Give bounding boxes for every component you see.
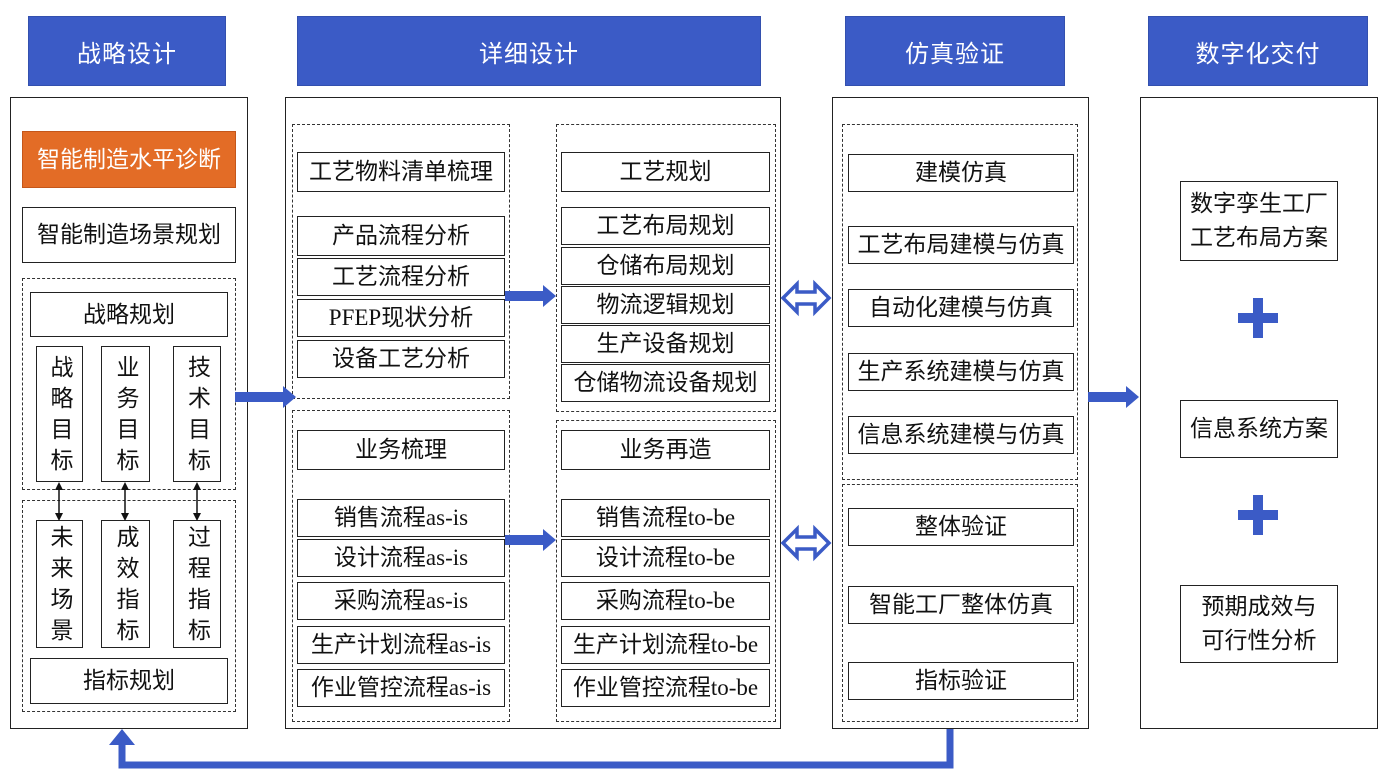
process-review-item: 设备工艺分析: [297, 340, 505, 378]
process-review-group: [292, 124, 510, 399]
process-review-item: 工艺流程分析: [297, 258, 505, 296]
process-planning-item: 仓储物流设备规划: [561, 364, 770, 402]
business-reengineering-title: 业务再造: [561, 430, 770, 470]
overall-validation-group: [842, 484, 1078, 722]
indicator-label: 成效指标: [113, 525, 138, 649]
goal-label: 技术目标: [184, 355, 210, 479]
indicator-planning-box: 指标规划: [30, 658, 228, 704]
business-review-item: 设计流程as-is: [297, 539, 505, 577]
business-reengineering-item: 设计流程to-be: [561, 539, 770, 577]
modeling-item: 自动化建模与仿真: [848, 289, 1074, 327]
process-planning-item: 物流逻辑规划: [561, 286, 770, 324]
diagnosis-box: 智能制造水平诊断: [22, 131, 236, 188]
detailed-design-panel: [285, 97, 781, 729]
process-review-item: PFEP现状分析: [297, 299, 505, 337]
strategic-planning-box: 战略规划: [30, 292, 228, 337]
delivery-item-info-system: 信息系统方案: [1180, 400, 1338, 458]
strategic-planning-group: [22, 278, 236, 490]
goal-label: 战略目标: [47, 355, 72, 479]
business-review-group: [292, 410, 510, 722]
business-review-item: 作业管控流程as-is: [297, 669, 505, 707]
business-reengineering-item: 作业管控流程to-be: [561, 669, 770, 707]
indicator-label: 未来场景: [47, 525, 72, 649]
process-planning-title: 工艺规划: [561, 152, 770, 192]
process-planning-group: [556, 124, 776, 412]
indicator-box: 成效指标: [101, 520, 150, 649]
header-detailed-design: 详细设计: [297, 16, 761, 86]
indicator-label: 过程指标: [184, 525, 210, 649]
indicator-box: 未来场景: [36, 520, 83, 649]
goal-box: 技术目标: [173, 346, 221, 482]
process-review-item: 产品流程分析: [297, 216, 505, 256]
header-digital-delivery: 数字化交付: [1148, 16, 1368, 86]
header-simulation-validation: 仿真验证: [845, 16, 1065, 86]
arrow-simulation-to-delivery: [1088, 386, 1139, 408]
process-planning-item: 工艺布局规划: [561, 207, 770, 245]
indicator-planning-group: [22, 500, 236, 712]
business-review-item: 采购流程as-is: [297, 582, 505, 620]
process-review-title: 工艺物料清单梳理: [297, 152, 505, 192]
modeling-item: 工艺布局建模与仿真: [848, 226, 1074, 264]
overall-validation-item: 智能工厂整体仿真: [848, 586, 1074, 624]
header-strategy-design: 战略设计: [28, 16, 226, 86]
goal-label: 业务目标: [113, 355, 138, 479]
business-reengineering-item: 采购流程to-be: [561, 582, 770, 620]
double-arrow-business-validation: [780, 524, 832, 562]
double-arrow-process-simulation: [780, 279, 832, 317]
feedback-arrow-simulation-to-strategy: [109, 729, 954, 769]
goal-box: 业务目标: [101, 346, 150, 482]
goal-box: 战略目标: [36, 346, 83, 482]
modeling-group: [842, 124, 1078, 480]
process-planning-item: 生产设备规划: [561, 325, 770, 363]
business-reengineering-item: 销售流程to-be: [561, 499, 770, 537]
modeling-item: 生产系统建模与仿真: [848, 353, 1074, 391]
business-review-item: 生产计划流程as-is: [297, 626, 505, 664]
indicator-box: 过程指标: [173, 520, 221, 649]
business-review-item: 销售流程as-is: [297, 499, 505, 537]
business-review-title: 业务梳理: [297, 430, 505, 470]
delivery-item-feasibility: 预期成效与 可行性分析: [1180, 585, 1338, 663]
business-reengineering-item: 生产计划流程to-be: [561, 626, 770, 664]
scenario-planning-box: 智能制造场景规划: [22, 207, 236, 263]
modeling-item: 信息系统建模与仿真: [848, 416, 1074, 454]
modeling-title: 建模仿真: [848, 154, 1074, 192]
business-reengineering-group: [556, 420, 776, 722]
overall-validation-item: 指标验证: [848, 662, 1074, 700]
delivery-item-digital-twin: 数字孪生工厂 工艺布局方案: [1180, 181, 1338, 261]
process-planning-item: 仓储布局规划: [561, 247, 770, 285]
overall-validation-title: 整体验证: [848, 508, 1074, 546]
